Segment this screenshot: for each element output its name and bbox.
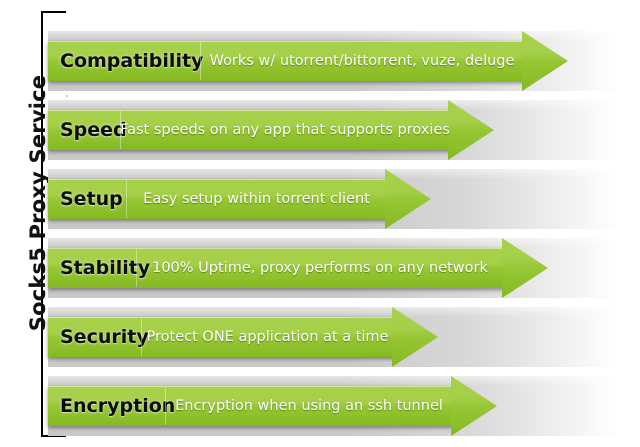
arrow-bar <box>48 41 526 81</box>
arrow-bar <box>48 386 455 426</box>
label-divider <box>200 42 201 80</box>
arrow-row-description: 100% Uptime, proxy performs on any netwo… <box>152 260 488 276</box>
arrow-row-description: Fast speeds on any app that supports pro… <box>120 122 450 138</box>
arrow-row-label: Security <box>60 326 149 348</box>
arrow-bar <box>48 110 452 150</box>
arrow-row: Setup Easy setup within torrent client <box>48 169 640 229</box>
arrow-row-description: Easy setup within torrent client <box>143 191 370 207</box>
arrow-row-label: Speed <box>60 119 127 141</box>
stray-artifact-dot <box>66 95 68 97</box>
arrow-bar <box>48 179 389 219</box>
arrow-row-description: Works w/ utorrent/bittorrent, vuze, delu… <box>209 53 515 69</box>
label-divider <box>126 180 127 218</box>
arrow-row-label: Setup <box>60 188 123 210</box>
arrow-row-description: Encryption when using an ssh tunnel <box>175 398 443 414</box>
arrow-row-label: Compatibility <box>60 50 204 72</box>
arrow-bar <box>48 248 506 288</box>
label-divider <box>120 111 121 149</box>
arrow-row-label: Stability <box>60 257 151 279</box>
label-divider <box>165 387 166 425</box>
arrow-row: Compatibility Works w/ utorrent/bittorren… <box>48 31 640 91</box>
arrow-row-description: Protect ONE application at a time <box>146 329 389 345</box>
arrow-bar <box>48 317 396 357</box>
label-divider <box>141 318 142 356</box>
label-divider <box>136 249 137 287</box>
arrow-row-label: Encryption <box>60 395 176 417</box>
